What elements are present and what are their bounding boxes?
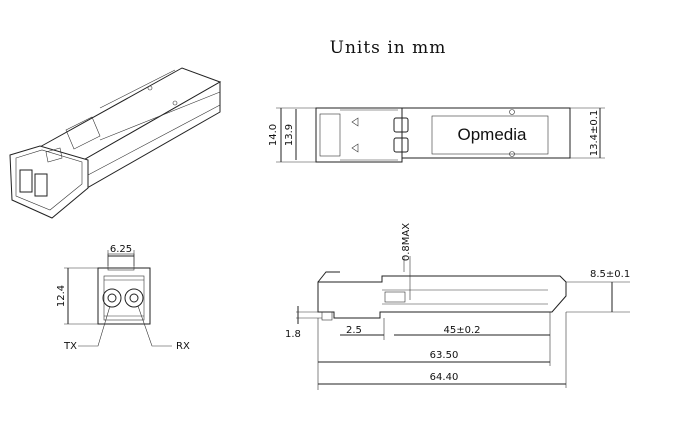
- dim-height-outer: 14.0: [268, 124, 279, 146]
- tx-label: TX: [63, 341, 77, 352]
- rx-label: RX: [176, 341, 190, 352]
- dim-bottom-offset: 1.8: [285, 329, 301, 340]
- front-view: 6.25 12.4 TX RX: [56, 244, 190, 352]
- side-view: 0.8MAX 8.5±0.1 1.8 2.5 45±0.2 63.50 64.4…: [285, 223, 630, 390]
- dim-length-2: 64.40: [430, 372, 459, 383]
- dim-length-1: 63.50: [430, 350, 459, 361]
- top-view: Opmedia 14.0 13.9 13.4±0.1: [268, 107, 605, 163]
- dim-height-right: 13.4±0.1: [589, 110, 600, 157]
- dim-connector-pitch: 6.25: [110, 244, 132, 255]
- dim-front-height: 12.4: [56, 285, 67, 307]
- dim-body-length: 45±0.2: [443, 325, 480, 336]
- brand-label: Opmedia: [458, 125, 528, 144]
- dim-side-height: 8.5±0.1: [590, 269, 630, 280]
- dim-front-offset: 2.5: [346, 325, 362, 336]
- isometric-view: [9, 67, 222, 219]
- dim-height-inner: 13.9: [284, 124, 295, 146]
- units-title: Units in mm: [330, 38, 447, 58]
- dim-latch-max: 0.8MAX: [401, 223, 412, 261]
